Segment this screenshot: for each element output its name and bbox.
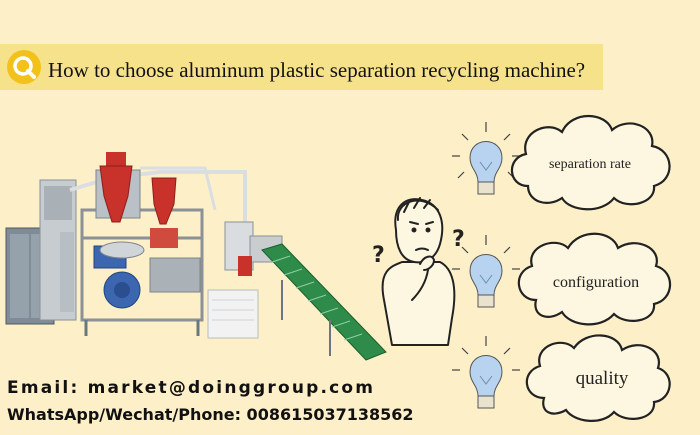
title-banner <box>0 44 603 90</box>
thinking-person-icon: ? ? <box>372 197 465 346</box>
contact-phone: WhatsApp/Wechat/Phone: 008615037138562 <box>7 405 414 424</box>
contact-email: Email: market@doinggroup.com <box>7 378 376 398</box>
cloud-bubble-quality: quality <box>525 334 671 422</box>
lightbulb-icon <box>452 336 520 409</box>
recycling-machine-image <box>5 152 387 361</box>
svg-text:?: ? <box>452 227 465 252</box>
factor-label: separation rate <box>549 157 631 172</box>
cloud-bubble-configuration: configuration <box>517 232 672 326</box>
cloud-bubble-separation-rate: separation rate <box>510 115 671 211</box>
svg-text:?: ? <box>372 243 385 268</box>
lightbulb-icon <box>452 235 520 308</box>
lightbulb-icon <box>452 122 520 195</box>
page-title: How to choose aluminum plastic separatio… <box>48 58 586 82</box>
search-icon <box>7 50 41 84</box>
factor-label: quality <box>576 368 629 389</box>
factor-label: configuration <box>553 274 639 291</box>
